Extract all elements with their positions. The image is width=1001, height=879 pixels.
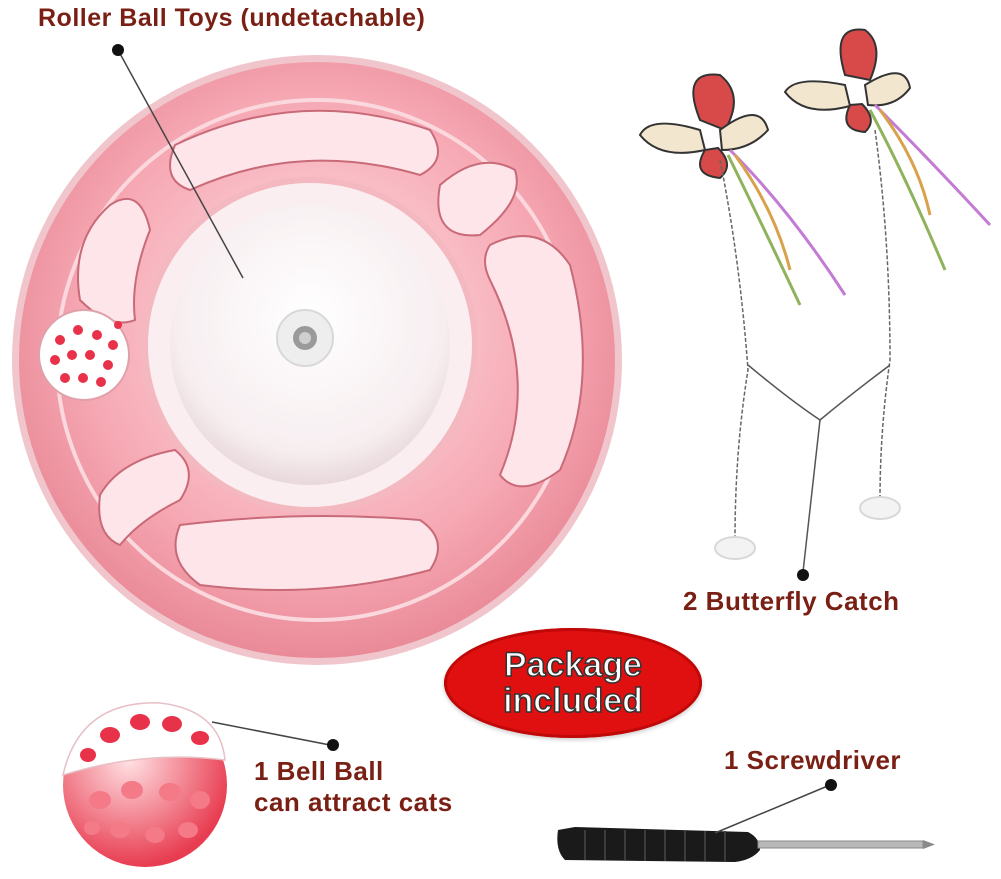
badge-line-2: included xyxy=(502,682,643,720)
bell-ball-label: 1 Bell Ball xyxy=(254,756,384,786)
butterfly-catch-label: 2 Butterfly Catch xyxy=(683,586,900,616)
package-included-badge: Package included xyxy=(444,628,702,738)
badge-line-1: Package xyxy=(503,646,643,684)
screwdriver-label: 1 Screwdriver xyxy=(724,745,902,775)
screwdriver-icon xyxy=(557,779,935,862)
roller-ball-toys-label: Roller Ball Toys (undetachable) xyxy=(38,4,426,32)
bell-ball-icon xyxy=(61,702,339,867)
butterfly-wand-icon xyxy=(638,28,992,581)
roller-ball-toy-icon xyxy=(12,44,622,665)
bell-ball-sublabel: can attract cats xyxy=(254,787,453,817)
